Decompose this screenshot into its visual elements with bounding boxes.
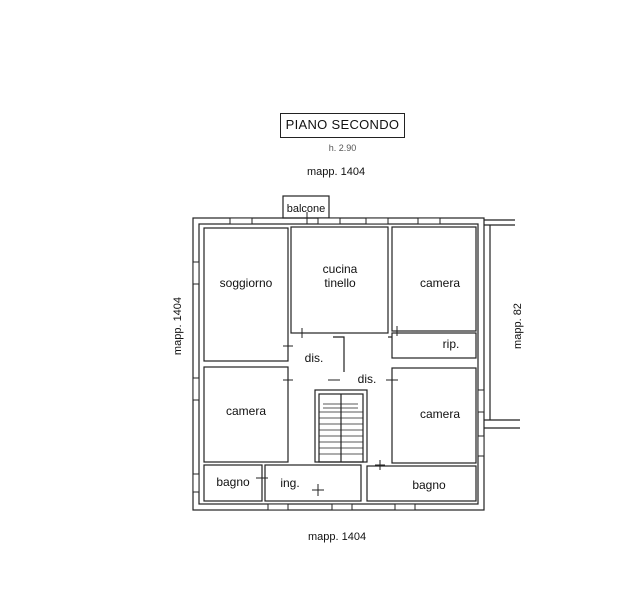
room-label-bagno-left: bagno bbox=[216, 475, 250, 489]
room-cucina-outline bbox=[290, 226, 389, 334]
room-label-rip: rip. bbox=[443, 337, 460, 351]
room-ing-outline bbox=[264, 464, 362, 502]
neighbor-top-label: mapp. 1404 bbox=[307, 166, 366, 178]
room-camera-top-right-outline bbox=[391, 226, 477, 332]
room-camera-right-outline bbox=[391, 367, 477, 464]
room-label-dis-center: dis. bbox=[358, 372, 377, 386]
room-label-bagno-right: bagno bbox=[412, 478, 446, 492]
balcony-outline bbox=[282, 195, 330, 219]
room-soggiorno-outline bbox=[203, 227, 289, 362]
room-label-balcone: balcone bbox=[287, 203, 326, 215]
floor-title: PIANO SECONDO bbox=[280, 113, 405, 138]
room-rip-outline bbox=[391, 332, 477, 359]
room-camera-left-outline bbox=[203, 366, 289, 463]
room-bagno-right-outline bbox=[366, 465, 477, 502]
neighbor-bottom-label: mapp. 1404 bbox=[308, 531, 367, 543]
room-label-cucina: cucina bbox=[323, 262, 358, 276]
room-label-camera-left: camera bbox=[226, 404, 266, 418]
stair-treads bbox=[319, 403, 363, 455]
room-label-soggiorno: soggiorno bbox=[220, 276, 273, 290]
corridor-wall bbox=[333, 336, 345, 372]
room-label-ing: ing. bbox=[280, 476, 299, 490]
windows bbox=[192, 217, 485, 511]
room-label-camera-right: camera bbox=[420, 407, 460, 421]
room-label-camera-top-right: camera bbox=[420, 276, 460, 290]
room-label-dis-left: dis. bbox=[305, 351, 324, 365]
door-ticks bbox=[256, 212, 402, 496]
room-label-tinello: tinello bbox=[324, 276, 356, 290]
walls bbox=[192, 195, 520, 511]
ceiling-height-label: h. 2.90 bbox=[328, 143, 357, 153]
